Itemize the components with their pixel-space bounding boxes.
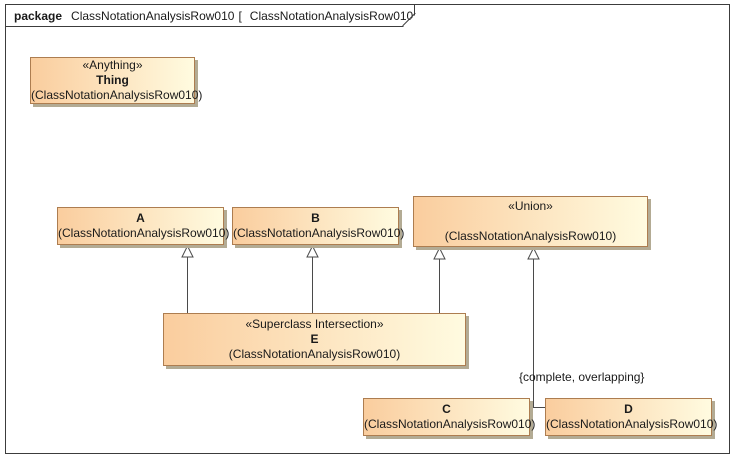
generalization-cd-to-union[interactable] bbox=[527, 246, 545, 408]
class-thing-owner: (ClassNotationAnalysisRow010) bbox=[31, 88, 203, 102]
frame-package-name: ClassNotationAnalysisRow010 bbox=[71, 8, 235, 23]
class-thing-stereotype: «Anything» bbox=[82, 58, 143, 72]
class-b-owner: (ClassNotationAnalysisRow010) bbox=[233, 226, 405, 240]
class-e[interactable]: «Superclass Intersection» E (ClassNotati… bbox=[163, 313, 466, 366]
class-a-name: A bbox=[136, 211, 145, 225]
frame-header-tab[interactable]: package ClassNotationAnalysisRow010 [ Cl… bbox=[5, 4, 415, 27]
class-e-name: E bbox=[310, 332, 319, 346]
class-union-stereotype: «Union» bbox=[508, 199, 553, 213]
class-b[interactable]: B (ClassNotationAnalysisRow010) bbox=[232, 207, 405, 245]
generalization-constraint-label[interactable]: {complete, overlapping} bbox=[519, 370, 645, 384]
class-union[interactable]: «Union» (ClassNotationAnalysisRow010) bbox=[413, 196, 648, 247]
class-a-owner: (ClassNotationAnalysisRow010) bbox=[58, 226, 230, 240]
frame-open-bracket: [ bbox=[238, 8, 242, 23]
class-thing[interactable]: «Anything» Thing (ClassNotationAnalysisR… bbox=[30, 57, 203, 104]
class-d-owner: (ClassNotationAnalysisRow010) bbox=[546, 417, 718, 431]
generalization-e-to-a[interactable] bbox=[181, 244, 194, 313]
class-c-owner: (ClassNotationAnalysisRow010) bbox=[364, 417, 536, 431]
class-c-name: C bbox=[442, 402, 451, 416]
class-d-name: D bbox=[624, 402, 633, 416]
class-union-owner: (ClassNotationAnalysisRow010) bbox=[444, 229, 617, 243]
class-e-stereotype: «Superclass Intersection» bbox=[245, 317, 384, 331]
class-a[interactable]: A (ClassNotationAnalysisRow010) bbox=[57, 207, 230, 245]
class-b-name: B bbox=[311, 211, 320, 225]
class-e-owner: (ClassNotationAnalysisRow010) bbox=[228, 347, 401, 361]
generalization-e-to-b[interactable] bbox=[306, 244, 319, 313]
class-union-name bbox=[414, 214, 647, 229]
frame-diagram-name: ClassNotationAnalysisRow010 bbox=[249, 8, 414, 23]
class-c[interactable]: C (ClassNotationAnalysisRow010) bbox=[363, 398, 536, 436]
class-d[interactable]: D (ClassNotationAnalysisRow010) bbox=[545, 398, 718, 436]
generalization-e-to-union[interactable] bbox=[433, 246, 446, 313]
frame-kind-label: package bbox=[14, 8, 63, 23]
class-thing-name: Thing bbox=[96, 73, 129, 87]
